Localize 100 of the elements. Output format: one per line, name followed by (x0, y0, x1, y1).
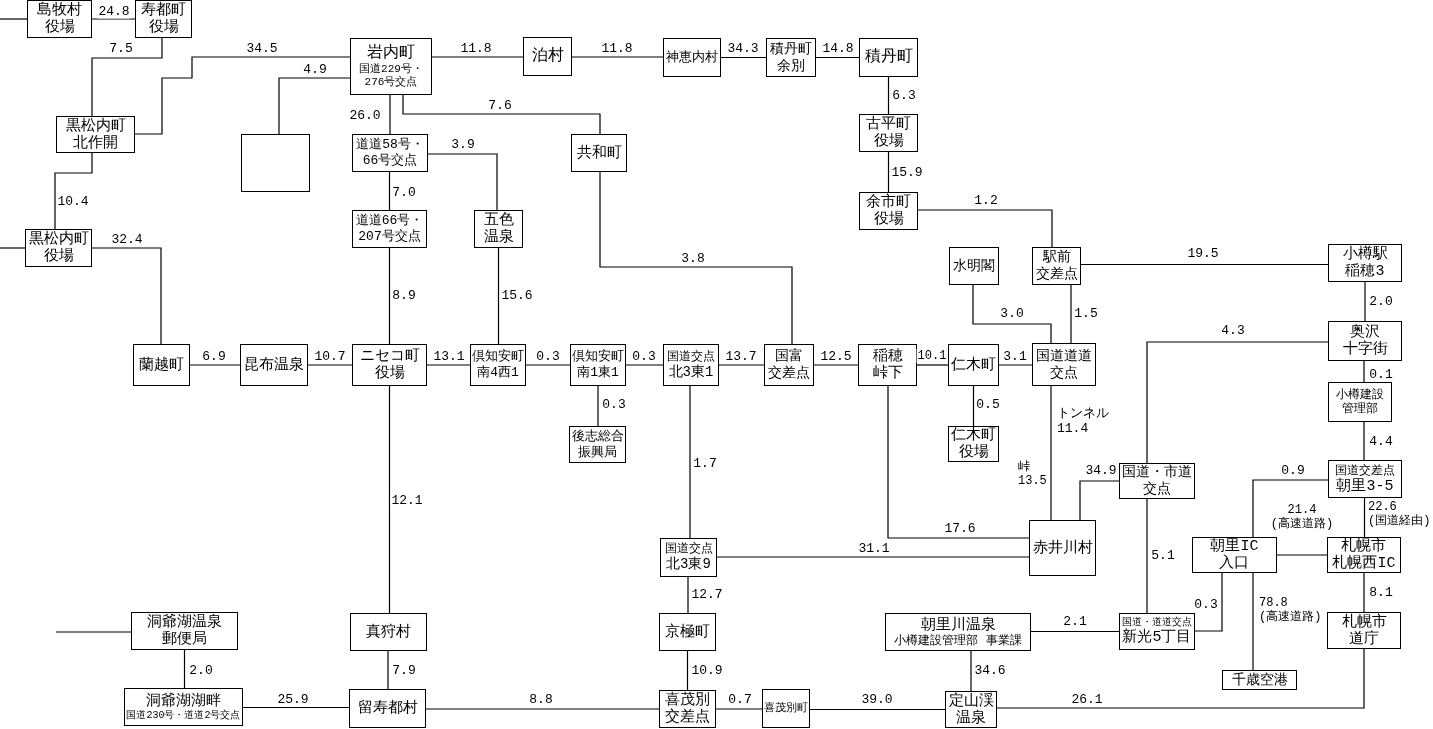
road-line (307, 364, 353, 366)
place-label: 水明閣 (953, 257, 995, 275)
road-line (525, 364, 571, 366)
place-box (1328, 244, 1402, 282)
road-line (972, 284, 1052, 344)
road-line (716, 556, 1030, 558)
place-box (571, 134, 627, 172)
place-label: 積丹町 (864, 48, 913, 67)
place-box (1328, 321, 1402, 361)
road-line (1194, 572, 1223, 632)
place-box (1119, 613, 1195, 650)
place-label: 喜茂別交差点 (665, 692, 710, 726)
road-line (242, 706, 350, 709)
place-sublabel: 北3東1 (668, 363, 714, 381)
place-label: 奥沢十字街 (1342, 324, 1388, 358)
road-line (687, 576, 689, 614)
road-line (1070, 284, 1072, 344)
road-line (1252, 479, 1329, 538)
road-line (389, 94, 391, 135)
place-box (1328, 382, 1392, 422)
road-line (1146, 498, 1148, 614)
road-line (1276, 554, 1328, 556)
road-line (715, 708, 763, 710)
place-label: 洞爺湖温泉郵便局 (147, 614, 222, 648)
road-line (625, 364, 664, 366)
place-label: 小樽駅稲穂3 (1342, 246, 1388, 280)
place-box (349, 689, 426, 728)
road-line (1030, 630, 1120, 633)
place-sublabel: 小樽建設管理部 事業課 (894, 633, 1022, 648)
place-label: 道道58号・66号交点 (356, 137, 424, 169)
place-box (859, 192, 918, 230)
place-box (663, 344, 719, 386)
road-line (189, 364, 241, 366)
place-box (133, 344, 190, 386)
place-box (659, 613, 716, 651)
road-line (427, 153, 498, 211)
place-label: 積丹町余別 (770, 40, 812, 75)
road-line (887, 151, 890, 193)
place-box (241, 134, 310, 192)
place-label: 昆布温泉 (244, 356, 304, 374)
road-line (91, 37, 163, 117)
place-box (523, 37, 572, 76)
place-label: 国道交差点 (1335, 463, 1395, 478)
road-line (972, 385, 975, 427)
place-label: 札幌市道庁 (1341, 613, 1387, 648)
place-label: 蘭越町 (139, 356, 184, 374)
place-box (762, 689, 810, 728)
road-line (815, 56, 860, 59)
place-label: 小樽建設管理部 (1336, 388, 1384, 416)
place-box (124, 688, 243, 726)
place-box (859, 114, 918, 152)
place-box (659, 690, 716, 728)
place-box (858, 344, 917, 386)
road-line (387, 650, 389, 690)
road-line (970, 650, 972, 692)
road-line (91, 18, 136, 20)
distance-label: 12.1 (390, 492, 424, 508)
place-label: 留寿都村 (357, 700, 418, 717)
place-box (131, 612, 238, 650)
place-label: 駅前交差点 (1035, 249, 1078, 283)
place-box (56, 116, 135, 153)
place-label: 稲穂峠下 (872, 348, 903, 382)
road-line (55, 631, 132, 633)
place-sublabel: 北3東9 (666, 556, 711, 573)
distance-label: 24.8 (97, 3, 131, 19)
place-label: 黒松内町北作開 (65, 117, 126, 152)
road-line (425, 708, 660, 710)
place-label: 黒松内町役場 (28, 231, 89, 265)
place-label: 泊村 (531, 47, 564, 66)
road-line (599, 171, 793, 345)
place-label: 国道道道交点 (1036, 347, 1092, 382)
road-line (597, 385, 599, 427)
place-box (350, 613, 427, 651)
place-label: 朝里川温泉 (920, 616, 996, 634)
place-box (948, 344, 999, 386)
place-label: 寿都町役場 (141, 2, 186, 36)
place-box (27, 0, 92, 38)
place-box (135, 0, 192, 38)
road-line (426, 364, 471, 366)
road-line (1146, 341, 1329, 464)
place-label: 国道交点 (664, 542, 713, 556)
place-box (1029, 520, 1096, 576)
road-line (1364, 281, 1366, 322)
road-line (388, 171, 391, 211)
road-line (1252, 572, 1254, 671)
place-box (350, 38, 432, 95)
road-line (0, 18, 28, 20)
road-line (887, 76, 890, 115)
road-line (134, 56, 351, 135)
road-line (813, 364, 859, 366)
place-label: 喜茂別町 (764, 702, 808, 715)
road-line (388, 385, 391, 614)
road-line (0, 247, 26, 249)
place-box (949, 247, 999, 285)
road-line (1050, 385, 1052, 521)
place-box (1327, 612, 1401, 649)
road-line (183, 649, 186, 689)
place-label: ニセコ町役場 (359, 348, 420, 382)
road-line (718, 364, 765, 366)
place-sublabel: 新光5丁目 (1122, 629, 1192, 646)
